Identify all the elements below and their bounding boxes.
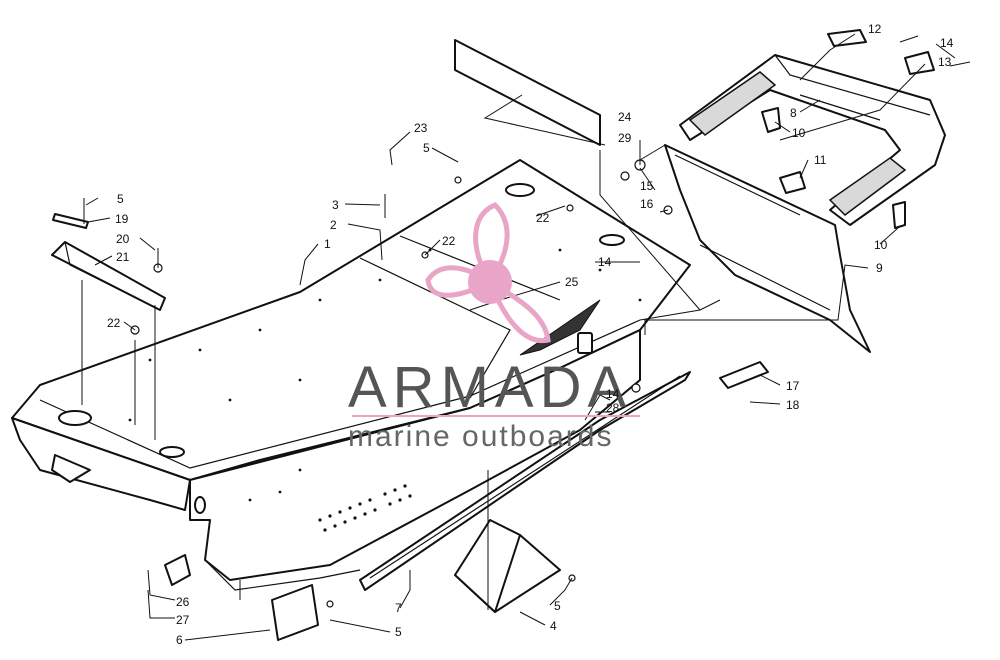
callout-22: 22: [536, 211, 550, 225]
callout-4: 4: [550, 619, 557, 633]
callout-5: 5: [117, 192, 124, 206]
callout-10: 10: [874, 238, 888, 252]
callout-26: 26: [176, 595, 190, 609]
callout-6: 6: [176, 633, 183, 647]
clamp-26: [164, 554, 191, 586]
callout-10: 10: [792, 126, 806, 140]
bracket-21: [51, 241, 166, 311]
callout-11: 11: [814, 153, 827, 167]
callout-18: 18: [786, 398, 800, 412]
callout-5: 5: [395, 625, 402, 639]
clip-part-11: [779, 171, 806, 194]
callout-25: 25: [565, 275, 579, 289]
callout-3: 3: [332, 198, 339, 212]
pad-12: [827, 29, 867, 47]
callout-15: 15: [640, 179, 654, 193]
callout-2: 2: [330, 218, 337, 232]
perforation-pattern: [128, 248, 642, 532]
watermark-subtitle: marine outboards: [348, 420, 613, 453]
callout-19: 19: [115, 212, 129, 226]
hinge-bracket-upper: [761, 107, 781, 133]
callout-27: 27: [176, 613, 190, 627]
callout-5: 5: [423, 141, 430, 155]
hinge-bracket-lower: [892, 201, 906, 229]
callout-9: 9: [876, 261, 883, 275]
plate-24: [454, 39, 601, 146]
callout-22: 22: [107, 316, 121, 330]
propeller-hub: [468, 260, 512, 304]
armada-watermark: ARMADA marine outboards: [348, 202, 640, 453]
tunnel-assembly: [11, 159, 691, 591]
plate-17: [719, 361, 769, 389]
callout-21: 21: [116, 250, 130, 264]
callout-labels: 1 2 3 4 5 5 5 5 6 7 8 9 10 10 11 12 13 1…: [107, 22, 954, 647]
propeller-logo: [425, 202, 551, 344]
callout-16: 16: [640, 197, 654, 211]
callout-13: 13: [938, 55, 952, 69]
callout-1: 1: [324, 237, 331, 251]
snow-flap: [664, 144, 871, 353]
callout-22: 22: [442, 234, 456, 248]
callout-7: 7: [395, 601, 402, 615]
leader-lines: [81, 33, 956, 641]
strip-19: [52, 213, 89, 229]
callout-20: 20: [116, 232, 130, 246]
callout-8: 8: [790, 106, 797, 120]
plate-6: [271, 584, 319, 641]
callout-14: 14: [940, 36, 954, 50]
callout-24: 24: [618, 110, 632, 124]
callout-23: 23: [414, 121, 428, 135]
callout-14: 14: [598, 255, 612, 269]
watermark-title: ARMADA: [348, 355, 632, 420]
pad-13: [904, 51, 935, 75]
callout-5: 5: [554, 599, 561, 613]
bracket-4: [454, 519, 561, 613]
callout-29: 29: [618, 131, 632, 145]
rear-bumper: [679, 54, 946, 226]
rail-7: [359, 371, 691, 591]
callout-14: 14: [606, 387, 620, 401]
callout-17: 17: [786, 379, 800, 393]
callout-28: 28: [606, 401, 620, 415]
callout-12: 12: [868, 22, 882, 36]
